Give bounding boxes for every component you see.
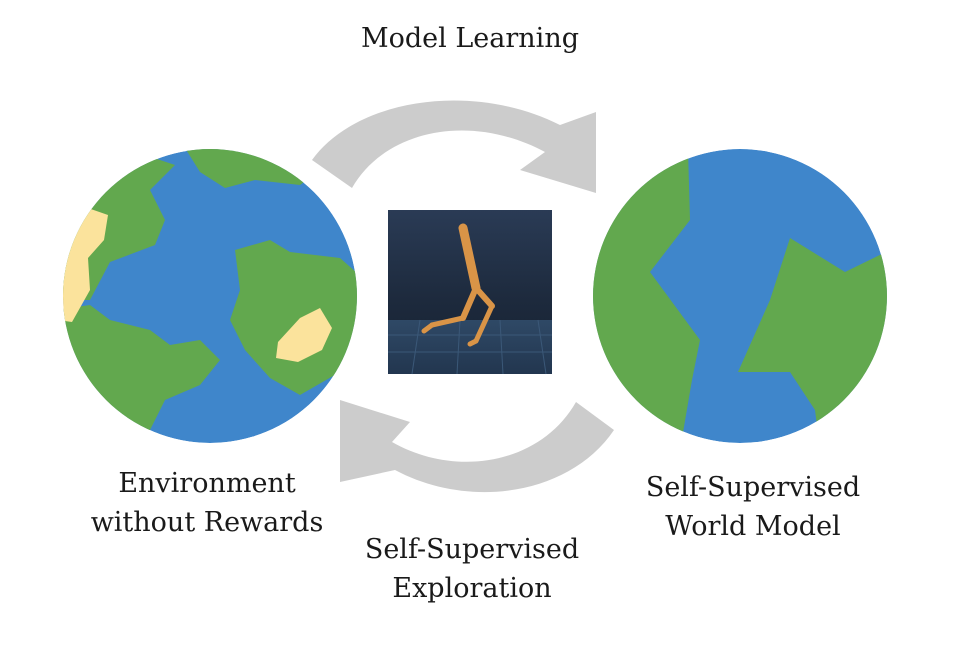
simulation-floor [388, 320, 552, 374]
floor-grid [388, 319, 552, 375]
top-arrow-body [312, 100, 596, 193]
bottom-arrow-body [340, 400, 614, 493]
exploration-arrow [340, 400, 614, 493]
environment-label-line1: Environment [118, 468, 296, 499]
world-model-label-line1: Self-Supervised [646, 472, 860, 503]
earth-globe-icon [63, 149, 357, 443]
model-learning-label: Model Learning [361, 23, 579, 54]
walker-figure [421, 223, 495, 347]
walker-robot-simulation-image [388, 210, 552, 375]
environment-label-line2: without Rewards [91, 507, 324, 538]
world-model-label-line2: World Model [665, 511, 840, 542]
model-learning-arrow [312, 100, 596, 193]
left-globe-continent-east [230, 240, 357, 395]
left-globe-desert-east [276, 308, 332, 362]
exploration-label-line2: Exploration [392, 573, 551, 604]
simplified-world-globe-icon [593, 149, 887, 443]
exploration-label-line1: Self-Supervised [365, 534, 579, 565]
left-globe-continent-northeast [185, 149, 320, 188]
